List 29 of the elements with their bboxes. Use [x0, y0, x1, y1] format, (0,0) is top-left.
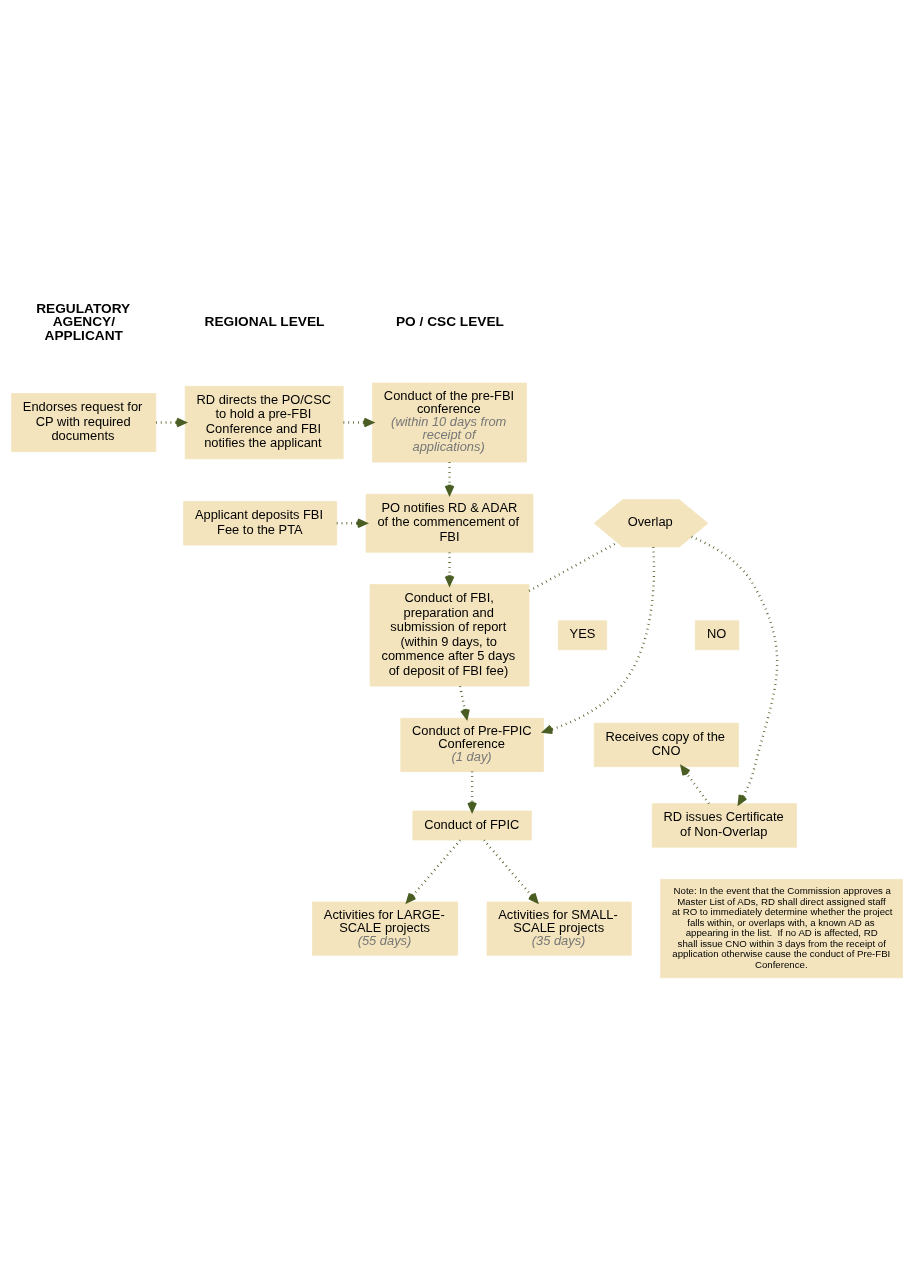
node-box: Note: In the event that the Commission approves a Master List of ADs, RD shall direct assigned staff at RO to immediately determine whether the project falls within, or overlaps with, a known AD as appearing in the list. If no AD is affected, RD shall issue CNO within 3 days from the receipt of application otherwise cause the conduct of Pre-FBI Conference.: [660, 879, 903, 979]
node-box: Activities for LARGE-SCALE projects (55 days): [312, 901, 458, 956]
arrow: [343, 417, 374, 428]
arrow: [444, 462, 455, 496]
arrow: [458, 686, 470, 720]
node-box: Activities for SMALL-SCALE projects (35 days): [486, 901, 632, 956]
node-box: Receives copy of the CNO: [593, 722, 739, 768]
arrow: [542, 547, 656, 735]
node-box: PO notifies RD & ADAR of the commencement of FBI: [365, 493, 534, 553]
label: REGIONAL LEVEL: [204, 313, 325, 329]
node-box: NO: [694, 620, 740, 651]
node-box: RD directs the PO/CSC to hold a pre-FBI Conference and FBI notifies the applicant: [184, 385, 344, 460]
label: REGULATORY AGENCY/ APPLICANT: [36, 300, 131, 344]
node-box: YES: [557, 620, 608, 651]
node-box: Conduct of the pre-FBI conference (within 10 days from receipt of applications): [372, 382, 527, 463]
arrow: [155, 417, 187, 428]
node-box: RD issues Certificate of Non-Overlap: [651, 803, 797, 848]
arrow: [691, 535, 779, 805]
node-box: Endorses request for CP with required documents: [11, 393, 157, 452]
arrow: [336, 518, 368, 529]
node-box: Conduct of FBI, preparation and submission of report (within 9 days, to commence after 5 days of deposit of FBI fee): [369, 584, 530, 687]
node-box: Applicant deposits FBI Fee to the PTA: [183, 501, 338, 546]
node-box: Conduct of FPIC: [412, 810, 532, 841]
arrow: [483, 839, 539, 904]
label: PO / CSC LEVEL: [395, 313, 504, 329]
node-box: Conduct of Pre-FPIC Conference (1 day): [400, 717, 544, 772]
connector: [528, 541, 618, 592]
arrow: [406, 839, 462, 904]
arrow: [680, 765, 710, 805]
